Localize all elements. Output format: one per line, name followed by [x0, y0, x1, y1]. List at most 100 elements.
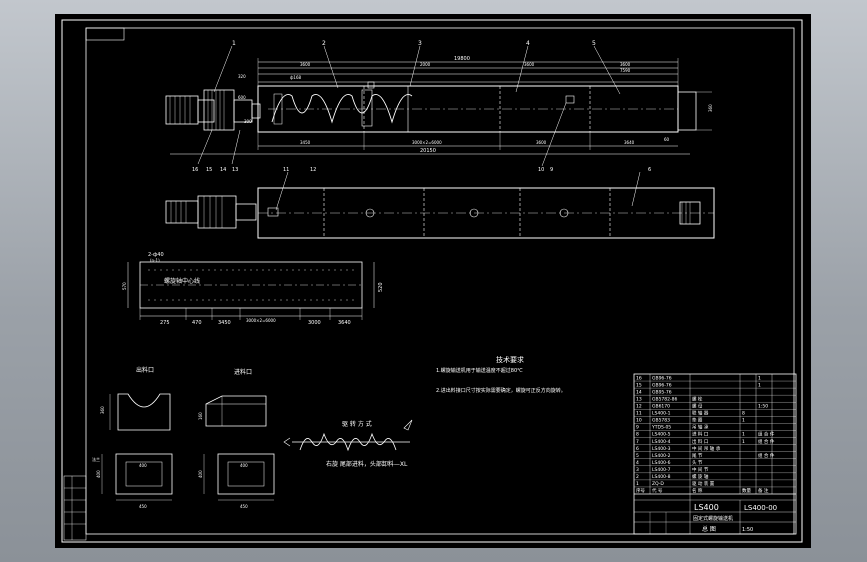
bom-cell: 尾 节: [692, 453, 703, 459]
rotation-title: 驱 转 方 式: [342, 420, 372, 428]
dim-text: 400: [240, 463, 248, 468]
dim-text: 520: [378, 282, 384, 292]
dim-text: 3450: [300, 140, 311, 145]
dim-text: 400: [96, 470, 101, 478]
bom-cell: 组 合 件: [758, 431, 775, 438]
bom-cell: 数量: [742, 487, 751, 494]
dim-text: 3600: [536, 140, 547, 145]
bom-row-lines: [634, 380, 796, 488]
dim-text: 400: [198, 470, 203, 478]
drawing-number: LS400-00: [744, 504, 777, 512]
bom-cell: 13: [636, 396, 642, 402]
part-label: 5: [592, 40, 596, 47]
bom-cell: 6: [636, 446, 639, 452]
bom-cell: 9: [636, 425, 639, 431]
part-label: 6: [648, 167, 651, 173]
dim-text: 160: [198, 412, 203, 420]
tech-req-title: 技术要求: [496, 355, 524, 364]
dim-text: 600: [238, 95, 246, 100]
bom-cell: 1: [758, 382, 761, 388]
bom-cell: GB95-76: [652, 389, 672, 395]
bom-cell: 出 料 口: [692, 438, 708, 445]
bom-cell: LS400-7: [652, 467, 671, 473]
bom-cell: LS400-6: [652, 460, 671, 466]
bom-cell: LS400-8: [652, 474, 671, 480]
part-label: 9: [550, 167, 553, 173]
bom-cell: LS400-1: [652, 411, 671, 417]
bom-cell: ZQ-D: [652, 481, 664, 487]
dim-text: 450: [139, 504, 147, 509]
drawing-sheet: [55, 14, 811, 548]
part-label: 2: [322, 40, 326, 47]
bom-cell: 备 注: [758, 487, 769, 494]
dim-text: 3640: [624, 140, 635, 145]
elevation-view: [165, 45, 712, 167]
bom-cell: GB6170: [652, 403, 670, 409]
bom-cell: 头 节: [692, 459, 703, 466]
bom-cell: GB96-76: [652, 382, 672, 388]
part-label: 3: [418, 40, 422, 47]
bom-cell: 组 合 件: [758, 438, 775, 445]
part-label: 4: [526, 40, 530, 47]
part-label: 14: [220, 167, 226, 173]
bom-cell: 1: [758, 375, 761, 381]
foundation-hole-label: 2-ф40: [148, 252, 164, 258]
bom-cell: 8: [636, 432, 639, 438]
bom-cell: 11: [636, 411, 642, 417]
bom-cell: 1: [742, 432, 745, 438]
bom-cell: 1: [742, 418, 745, 424]
foundation-plan: [127, 261, 375, 320]
part-label: 12: [310, 167, 316, 173]
dim-text: 360: [100, 406, 105, 414]
part-label: 16: [192, 167, 198, 173]
part-label: 15: [206, 167, 212, 173]
bom-cell: 4: [636, 460, 639, 466]
bom-cell: GB96-76: [652, 375, 672, 381]
bom-cell: 螺 栓: [692, 395, 703, 402]
bom-cell: LS400-5: [652, 432, 671, 438]
title-block: [634, 493, 796, 534]
part-label: 1: [232, 40, 236, 47]
dim-text: 3600: [524, 62, 535, 67]
dim-text: 3600: [620, 62, 631, 67]
inlet-title: 进料口: [234, 368, 252, 376]
rotation-sketch: [283, 419, 413, 452]
bom-cell: 代 号: [652, 487, 663, 494]
dim-text: 360: [708, 104, 713, 112]
bom-cell: 进 料 口: [692, 431, 708, 438]
outlet-detail: [101, 393, 173, 501]
bom-cell: 15: [636, 382, 642, 388]
bom-cell: 7: [636, 439, 639, 445]
model-number: LS400: [694, 503, 719, 512]
bom-cell: 1:50: [758, 403, 768, 409]
bom-cell: 14: [636, 389, 642, 395]
part-label: 13: [232, 167, 238, 173]
bom-cell: 驱 动 装 置: [692, 480, 715, 487]
tech-req-item: 1.螺旋输送机用于输送温度不超过80℃: [436, 367, 523, 374]
bom-cell: GB5782-86: [652, 396, 678, 402]
dim-total-length: 20150: [420, 148, 436, 154]
dim-text: 3450: [218, 320, 231, 326]
dim-text: 2000: [420, 62, 431, 67]
screw-flight: [271, 94, 413, 124]
outer-frame: [61, 19, 803, 543]
bom-cell: 螺 母: [692, 402, 703, 409]
bom-cell: 1: [742, 439, 745, 445]
bom-cell: 8: [742, 411, 745, 417]
tech-req-item: 2.进出料接口尺寸按实际需要确定，螺旋可正反方向旋转。: [436, 387, 566, 394]
plan-view: [165, 171, 715, 239]
dim-text: 300: [244, 119, 252, 124]
bom-cell: LS400-3: [652, 446, 671, 452]
flange-label: 法兰: [92, 456, 100, 462]
reducer: [197, 99, 215, 123]
bom-cell: 10: [636, 418, 642, 424]
rotation-caption: 右旋 尾部进料，头部卸料—XL: [326, 460, 408, 468]
revision-strip: [63, 475, 87, 541]
foundation-centerline-label: 螺旋轴中心线: [164, 277, 200, 285]
bom-cell: 3: [636, 467, 639, 473]
scale: 1:50: [742, 527, 753, 533]
bom-cell: 12: [636, 403, 642, 409]
dim-text: 470: [192, 320, 202, 326]
